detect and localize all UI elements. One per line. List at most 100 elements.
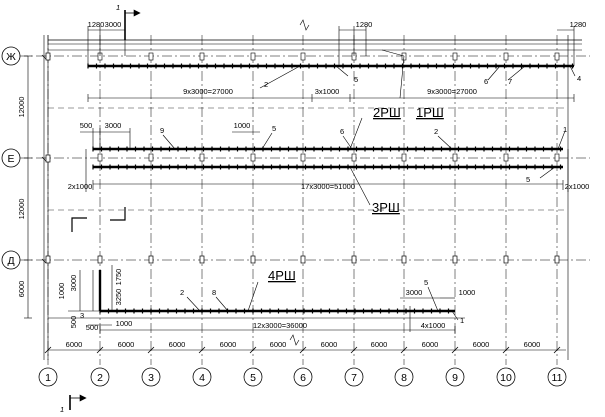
row-axis-bubbles	[1, 46, 21, 270]
rail-mark-4rsh: 4РШ	[268, 268, 296, 283]
hanger-marker	[351, 153, 357, 162]
callout: 9	[160, 126, 164, 135]
col-axis-11: 11	[552, 372, 563, 384]
col-axis-10: 10	[500, 372, 512, 384]
dim-label: 1280	[88, 20, 105, 29]
callout: 2	[180, 288, 184, 297]
callout: 5	[424, 278, 428, 287]
rail-lines	[88, 64, 574, 313]
vdim-rsh4-b: 3000	[69, 275, 78, 292]
dim-label: 17x3000=51000	[301, 182, 355, 191]
span-label: 6000	[66, 340, 83, 349]
col-axis-7: 7	[351, 372, 357, 384]
section-mark-top: 1	[116, 3, 120, 12]
dim-label: 1000	[459, 288, 476, 297]
span-label: 6000	[270, 340, 287, 349]
dim-label: 2x1000	[68, 182, 93, 191]
rail-mark-3rsh: 3РШ	[372, 200, 400, 215]
hanger-marker	[452, 153, 458, 162]
span-label: 6000	[524, 340, 541, 349]
dim-label: 12x3000=36000	[253, 321, 307, 330]
hanger-marker	[300, 52, 306, 61]
zh-dim-lines	[87, 49, 576, 102]
dim-label: 500	[86, 323, 99, 332]
callout: 2	[434, 127, 438, 136]
dim-label: 4x1000	[421, 321, 446, 330]
vdim-rsh4-e: 500	[69, 316, 78, 329]
rail-ticks	[87, 63, 574, 314]
dim-label: 9x3000=27000	[427, 87, 477, 96]
row-axis-d: Д	[7, 255, 14, 267]
hanger-marker	[250, 52, 256, 61]
dim-label: 2x1000	[565, 182, 590, 191]
span-label: 6000	[371, 340, 388, 349]
vdim-rsh4-a: 1000	[57, 283, 66, 300]
dim-label: 3x1000	[315, 87, 340, 96]
dim-label: 1280	[570, 20, 587, 29]
callout: 7	[508, 77, 512, 86]
span-label: 6000	[473, 340, 490, 349]
callout: 6	[340, 127, 344, 136]
col-axis-5: 5	[250, 372, 256, 384]
dim-label: 3000	[406, 288, 423, 297]
span-label: 6000	[220, 340, 237, 349]
corner-marks	[71, 207, 126, 232]
vdim-e-d: 12000	[17, 199, 26, 220]
top-hangers	[97, 52, 560, 162]
callout: 5	[526, 175, 530, 184]
callout: 2	[264, 80, 268, 89]
row-axis-e: Е	[7, 153, 14, 165]
span-label: 6000	[118, 340, 135, 349]
row-axis-zh: Ж	[6, 51, 16, 63]
hanger-marker	[503, 153, 509, 162]
hanger-marker	[452, 52, 458, 61]
vdim-rsh4-d: 3250	[114, 289, 123, 306]
hanger-marker	[97, 153, 103, 162]
col-axis-1: 1	[45, 372, 51, 384]
hanger-marker	[554, 153, 560, 162]
d-dim-lines	[68, 265, 459, 334]
callout: 8	[212, 288, 216, 297]
rail-mark-1rsh: 1РШ	[416, 105, 444, 120]
section-mark-bottom: 1	[60, 405, 64, 414]
column-markers	[45, 52, 560, 264]
hanger-marker	[199, 52, 205, 61]
span-label: 6000	[321, 340, 338, 349]
callout: 6	[484, 77, 488, 86]
col-axis-4: 4	[199, 372, 205, 384]
hanger-marker	[554, 52, 560, 61]
callout: 4	[577, 74, 581, 83]
vdim-d-bottom: 6000	[17, 281, 26, 298]
callout: 5	[272, 124, 276, 133]
vdim-rsh4-c: 1750	[114, 269, 123, 286]
dim-label: 500	[80, 121, 93, 130]
dim-label: 3000	[105, 20, 122, 29]
col-axis-3: 3	[148, 372, 154, 384]
e-dim-lines	[80, 117, 569, 206]
dim-label: 1000	[234, 121, 251, 130]
hanger-marker	[148, 153, 154, 162]
hanger-marker	[199, 153, 205, 162]
dim-label: 1000	[116, 319, 133, 328]
hanger-marker	[401, 153, 407, 162]
span-label: 6000	[169, 340, 186, 349]
col-axis-6: 6	[300, 372, 306, 384]
dim-label: 3000	[105, 121, 122, 130]
hanger-marker	[250, 153, 256, 162]
vdim-zh-e: 12000	[17, 97, 26, 118]
callout: 1	[460, 316, 464, 325]
callout: 3	[80, 311, 84, 320]
col-axis-8: 8	[401, 372, 407, 384]
col-axis-9: 9	[452, 372, 458, 384]
hanger-marker	[148, 52, 154, 61]
dim-label: 1280	[356, 20, 373, 29]
col-axis-2: 2	[97, 372, 103, 384]
column-axis-bubbles	[38, 367, 567, 387]
dim-label: 9x3000=27000	[183, 87, 233, 96]
top-dimension-lines	[69, 9, 575, 410]
hanger-marker	[300, 153, 306, 162]
callout: 5	[354, 75, 358, 84]
span-label: 6000	[422, 340, 439, 349]
callout: 1	[563, 125, 567, 134]
